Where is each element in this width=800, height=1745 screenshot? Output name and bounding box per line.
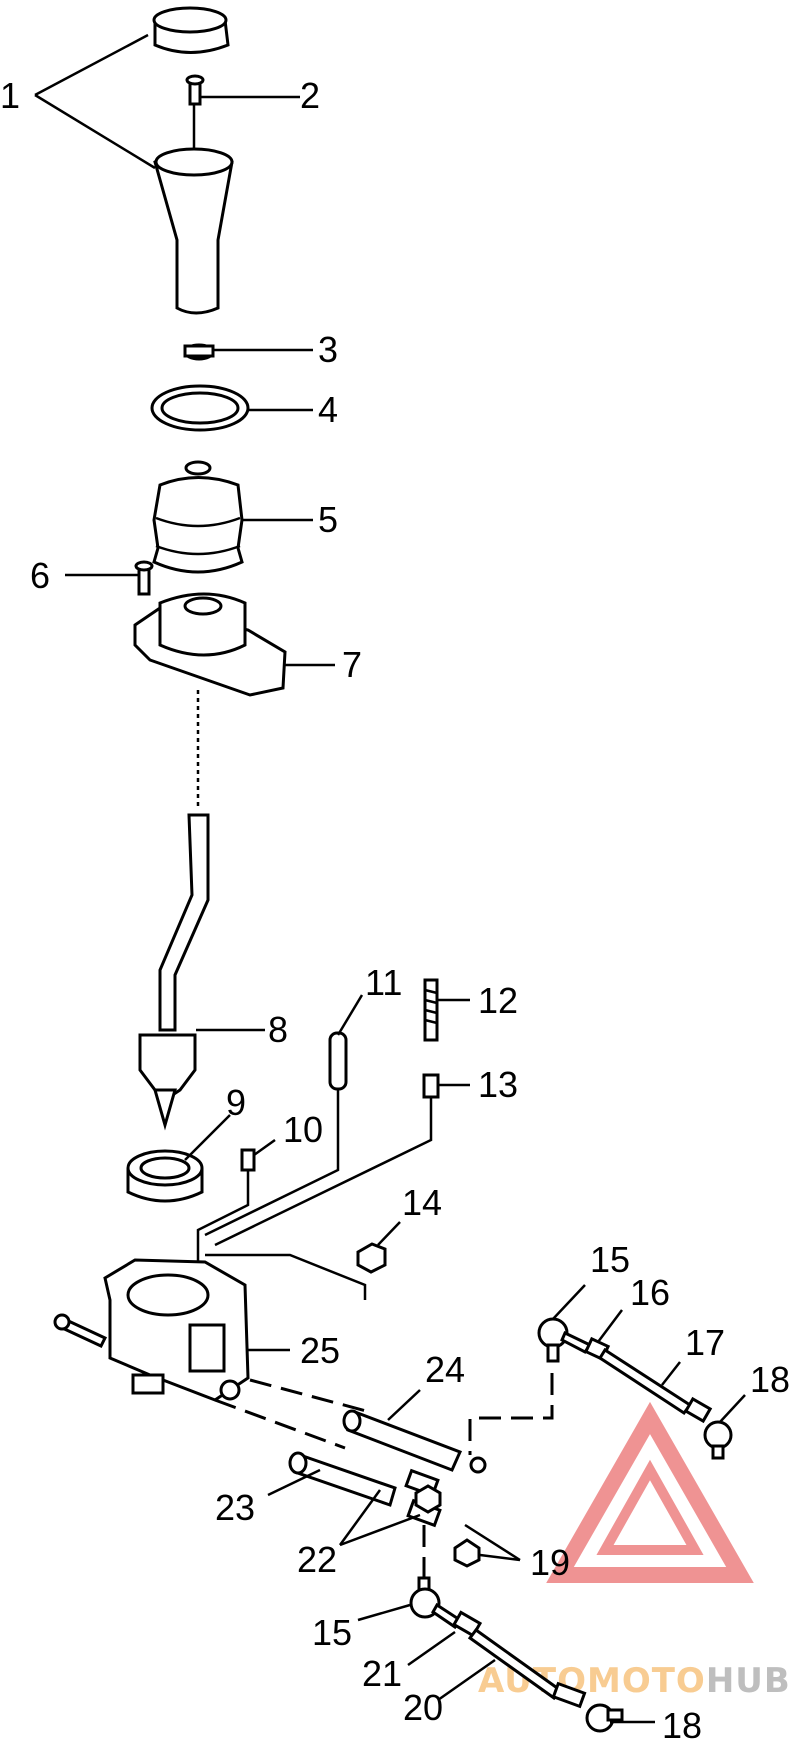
- callout-17: 17: [685, 1322, 725, 1363]
- watermark-text-moto: MOTO: [587, 1661, 706, 1701]
- lower-linkage: [409, 1576, 624, 1733]
- rubber-boot: [152, 460, 244, 574]
- callout-11: 11: [365, 962, 402, 1003]
- shift-shaft-23: [288, 1451, 397, 1507]
- block-14: [356, 1242, 387, 1274]
- callout-7: 7: [342, 644, 362, 685]
- shift-lever: [138, 813, 210, 1131]
- callout-24: 24: [425, 1349, 465, 1390]
- callout-12: 12: [478, 980, 518, 1021]
- callout-9: 9: [226, 1082, 246, 1123]
- small-ring: [183, 343, 215, 361]
- callout-22: 22: [297, 1539, 337, 1580]
- callout-18-upper: 18: [750, 1359, 790, 1400]
- callout-3: 3: [318, 329, 338, 370]
- callout-18-lower: 18: [662, 1705, 702, 1745]
- spacer-13: [422, 1073, 440, 1099]
- upper-linkage: [537, 1317, 733, 1460]
- callout-21: 21: [362, 1653, 402, 1694]
- callout-1: 1: [0, 75, 20, 116]
- callout-20: 20: [403, 1687, 443, 1728]
- callout-13: 13: [478, 1064, 518, 1105]
- callout-23: 23: [215, 1487, 255, 1528]
- shift-housing: [103, 1258, 250, 1402]
- housing-bolt: [53, 1313, 108, 1348]
- bushing: [126, 1149, 204, 1203]
- callout-2: 2: [300, 75, 320, 116]
- screw-6: [134, 560, 154, 596]
- callout-6: 6: [30, 555, 50, 596]
- callout-19: 19: [530, 1542, 570, 1583]
- watermark-logo: AUTOMOTOHUB: [478, 1401, 791, 1701]
- nuts-19: [414, 1484, 481, 1568]
- knob-cap: [152, 6, 230, 54]
- svg-text:AUTOMOTOHUB: AUTOMOTOHUB: [478, 1661, 791, 1701]
- threaded-stud: [423, 978, 439, 1042]
- callout-25: 25: [300, 1330, 340, 1371]
- set-screw: [240, 1148, 256, 1172]
- mounting-plate: [133, 592, 287, 697]
- leader-lines: [34, 33, 746, 1724]
- screw-small: [185, 74, 205, 106]
- callout-4: 4: [318, 389, 338, 430]
- callout-14: 14: [402, 1182, 442, 1223]
- large-ring: [150, 384, 250, 432]
- shift-shaft-24: [342, 1409, 487, 1474]
- callout-5: 5: [318, 499, 338, 540]
- watermark-text-hub: HUB: [706, 1661, 791, 1701]
- callout-10: 10: [283, 1109, 323, 1150]
- pin-11: [328, 1031, 348, 1091]
- callout-16: 16: [630, 1272, 670, 1313]
- knob-handle: [153, 105, 234, 315]
- callout-15-upper: 15: [590, 1239, 630, 1280]
- callout-labels: 1 2 3 4 5 6 7 8 9 10 11 12 13 14 15 16 1…: [0, 75, 790, 1745]
- callout-15-lower: 15: [312, 1612, 352, 1653]
- callout-8: 8: [268, 1009, 288, 1050]
